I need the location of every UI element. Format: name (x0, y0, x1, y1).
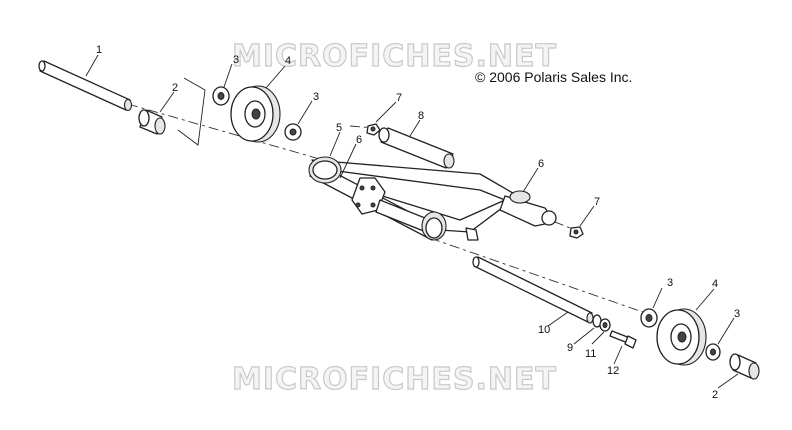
part-10-lower-shaft (472, 256, 594, 324)
callout-9: 9 (567, 342, 573, 354)
callout-12: 12 (607, 365, 619, 377)
callout-3-right-lower: 3 (734, 308, 740, 320)
part-3-washer-center (284, 123, 302, 141)
axis-centerline-lower (429, 237, 661, 319)
part-12-bolt (609, 330, 637, 349)
part-3-washer-right-upper (640, 308, 658, 328)
part-2-spacer-left (138, 109, 166, 135)
callout-4-right: 4 (712, 278, 718, 290)
part-1-shaft (38, 60, 133, 112)
part-4-wheel-left (230, 85, 281, 143)
part-7-nut-upper (366, 123, 381, 136)
part-4-wheel-right (656, 308, 707, 366)
callout-2-left: 2 (172, 82, 178, 94)
callout-3-left: 3 (233, 54, 239, 66)
leader-lines (85, 54, 739, 389)
watermark-top: MICROFICHES.NET (232, 39, 557, 74)
part-8-upper-rod (378, 127, 455, 169)
callout-11: 11 (585, 348, 596, 360)
axis-centerline-upper (127, 103, 331, 163)
part-11-spacer-small (599, 318, 611, 332)
part-2-spacer-right (729, 353, 760, 380)
copyright-notice: © 2006 Polaris Sales Inc. (475, 69, 632, 85)
part-3-washer-upper-left (212, 86, 230, 106)
part-3-washer-right-lower (705, 343, 721, 361)
callout-1: 1 (96, 44, 102, 56)
callout-labels: 1 2 3 4 3 7 8 5 6 6 7 3 4 3 10 9 11 12 2 (96, 44, 740, 401)
callout-4-left: 4 (285, 55, 291, 67)
part-5-a-arm-frame (308, 156, 557, 241)
callout-2-right: 2 (712, 389, 718, 401)
axis-centerline-bolt (349, 125, 376, 129)
callout-7-upper: 7 (396, 92, 402, 104)
callout-10: 10 (538, 324, 550, 336)
watermark-bottom: MICROFICHES.NET (232, 362, 557, 397)
part-7-nut-lower (569, 226, 584, 239)
callout-3-right-upper: 3 (667, 277, 673, 289)
callout-6-left: 6 (356, 134, 362, 146)
callout-8: 8 (418, 110, 424, 122)
callout-6-right: 6 (538, 158, 544, 170)
callout-3-center: 3 (313, 91, 319, 103)
callout-7-lower: 7 (594, 196, 600, 208)
bracket-lines (177, 77, 206, 146)
callout-5: 5 (336, 122, 342, 134)
